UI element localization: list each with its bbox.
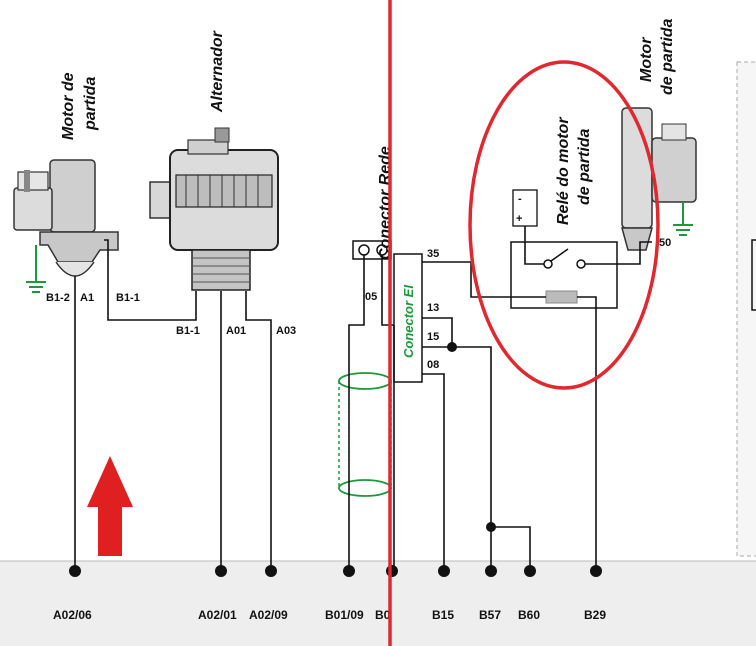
wires: [74, 226, 652, 571]
motor-partida-left-line2: partida: [82, 77, 99, 131]
rele-title-line2: de partida: [576, 128, 593, 205]
relay-fuse-icon: [545, 290, 578, 304]
ground-symbol-right: [673, 202, 693, 236]
pin-ei-08: 08: [427, 359, 439, 371]
terminal-label-b29: B29: [584, 608, 606, 622]
junction-dot-15: [447, 342, 457, 352]
pin-motor-b12: B1-2: [46, 292, 70, 304]
relay-box: [510, 241, 618, 309]
relay-minus-label: -: [518, 193, 522, 205]
ground-symbol-left: [26, 245, 46, 293]
pin-alt-a03: A03: [276, 325, 296, 337]
terminal-label-a0206: A02/06: [53, 608, 92, 622]
alternador-title: Alternador: [209, 30, 226, 113]
motor-partida-left-line1: Motor de: [60, 72, 77, 140]
terminal-label-b0: B0: [375, 608, 391, 622]
pin-alt-a01: A01: [226, 325, 246, 337]
pin-ei-13: 13: [427, 302, 439, 314]
terminal-label-b60: B60: [518, 608, 540, 622]
relay-contact-2: [576, 259, 586, 269]
up-arrow-icon: [87, 456, 133, 556]
right-dashed-panel: [736, 61, 756, 557]
starter-motor-left: [13, 159, 119, 277]
relay-contact-1: [543, 259, 553, 269]
pin-alt-b11: B1-1: [176, 325, 200, 337]
conector-rede-pin-1: [358, 244, 370, 256]
junction-dot-b57: [486, 522, 496, 532]
pin-ei-35: 35: [427, 248, 439, 260]
relay-switch-arm: [550, 248, 569, 262]
pin-rede-05: 05: [365, 291, 377, 303]
pin-motor-b11: B1-1: [116, 292, 140, 304]
relay-plus-label: +: [516, 213, 522, 225]
pin-motor-right-50: 50: [659, 237, 671, 249]
pin-motor-a1: A1: [80, 292, 94, 304]
right-panel-box: [751, 239, 756, 311]
terminal-label-a0201: A02/01: [198, 608, 237, 622]
terminal-label-b15: B15: [432, 608, 454, 622]
highlight-ellipse: [468, 60, 660, 390]
conector-ei-title: Conector EI: [401, 285, 416, 358]
shield-cylinder: [338, 372, 392, 497]
terminal-label-a0209: A02/09: [249, 608, 288, 622]
rele-title-line1: Relé do motor: [555, 117, 572, 225]
terminal-label-b0109: B01/09: [325, 608, 364, 622]
alternator: [149, 127, 279, 291]
motor-partida-right-line2: de partida: [659, 18, 676, 95]
terminal-label-b57: B57: [479, 608, 501, 622]
motor-partida-right-line1: Motor: [638, 37, 655, 82]
pin-ei-15: 15: [427, 331, 439, 343]
bus-panel: [0, 561, 756, 646]
relay-coil-icon: [512, 189, 538, 227]
